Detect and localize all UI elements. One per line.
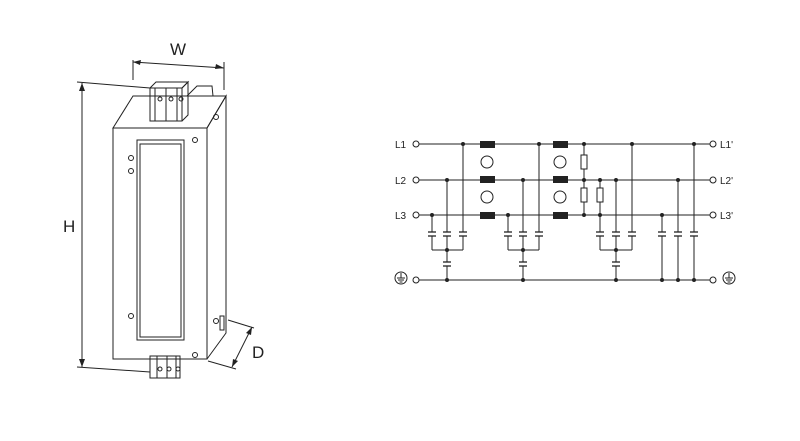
input-label-l3: L3: [395, 211, 407, 222]
terminal-icon: [412, 176, 420, 184]
terminal-icon: [709, 140, 717, 148]
junction-dots: [430, 142, 696, 282]
top-bracket: [186, 85, 214, 97]
screw-icon: [192, 352, 198, 358]
front-window-inner: [139, 143, 182, 338]
width-dimension: [132, 60, 225, 90]
capacitor-bank-2: [504, 144, 543, 280]
bottom-terminal-block: [149, 355, 181, 379]
terminal-icon: [412, 140, 420, 148]
enclosure-side-face: [206, 94, 227, 360]
screw-icon: [128, 168, 134, 174]
ground-icon: [394, 271, 408, 285]
terminal-icon: [412, 211, 420, 219]
screw-icon: [192, 137, 198, 143]
width-label: W: [170, 40, 186, 59]
inductor-icon: [480, 141, 568, 219]
screw-icon: [128, 313, 134, 319]
core-icon: [480, 155, 494, 169]
terminal-icon: [709, 211, 717, 219]
ground-icon: [722, 271, 736, 285]
enclosure-front-face: [112, 127, 208, 360]
filter-schematic: L1 L2 L3 L1' L2' L3': [394, 140, 736, 285]
output-label-l2: L2': [720, 176, 733, 187]
front-window: [136, 139, 185, 341]
terminal-icon: [709, 176, 717, 184]
core-icon: [480, 190, 494, 204]
core-icon: [553, 155, 567, 169]
output-label-l1: L1': [720, 140, 733, 151]
depth-label: D: [252, 343, 264, 362]
screw-icon: [128, 155, 134, 161]
enclosure-drawing: W H D: [63, 40, 264, 379]
screw-icon: [213, 114, 219, 120]
capacitor-bank-3: [596, 144, 636, 280]
core-icon: [553, 190, 567, 204]
input-label-l1: L1: [395, 140, 407, 151]
side-flange: [219, 315, 225, 331]
capacitor-bank-1: [428, 144, 467, 280]
output-label-l3: L3': [720, 211, 733, 222]
terminal-icon: [709, 276, 717, 284]
input-label-l2: L2: [395, 176, 407, 187]
depth-dimension: [207, 319, 255, 370]
terminal-icon: [412, 276, 420, 284]
screw-icon: [213, 318, 219, 324]
height-dimension: [76, 81, 151, 373]
height-label: H: [63, 217, 75, 236]
top-terminal-block: [149, 80, 190, 122]
capacitor-bank-output: [658, 144, 698, 280]
